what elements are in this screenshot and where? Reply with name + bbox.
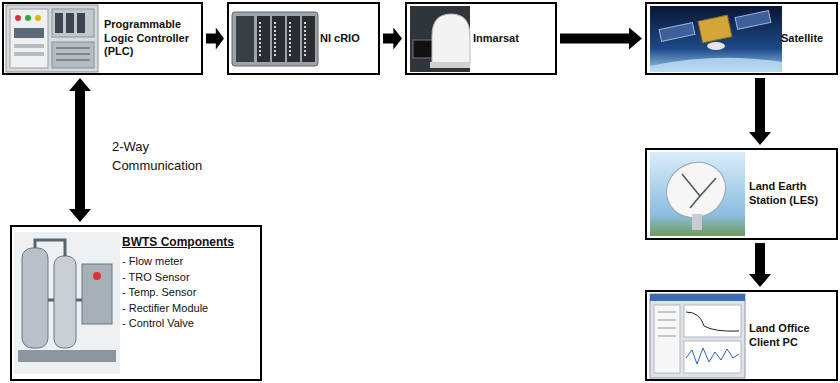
- solar-panel: [659, 23, 695, 42]
- chart-panel: [684, 305, 741, 337]
- skid-frame: [18, 350, 116, 362]
- plc-card: [66, 13, 74, 33]
- dish-struts: [682, 174, 716, 208]
- crio-module: [257, 16, 270, 62]
- box-label: Satellite: [781, 32, 835, 46]
- process-box: Inmarsat: [405, 2, 557, 75]
- text-area: Land Earth Station (LES): [749, 180, 834, 208]
- crio-module: [287, 16, 300, 62]
- chart-line: [686, 312, 739, 331]
- plc-lamp: [35, 15, 41, 21]
- software-window: [650, 294, 745, 378]
- box-label: Inmarsat: [473, 32, 553, 46]
- bwts-illustration: [14, 232, 120, 374]
- bidirectional-arrow: [69, 78, 91, 222]
- treatment-vessel: [22, 248, 48, 348]
- satellite-body: [698, 15, 732, 43]
- box-label: Land Office Client PC: [749, 322, 834, 350]
- plc-lamp: [15, 15, 21, 21]
- crio-module: [302, 16, 315, 62]
- satellite-illustration: [650, 6, 782, 72]
- window-titlebar: [650, 294, 745, 301]
- terminal-backdrop: [410, 6, 470, 72]
- plc-illustration: [6, 5, 98, 72]
- les-illustration: [650, 152, 745, 236]
- crio-chassis: [232, 12, 318, 66]
- box-label: NI cRIO: [320, 32, 376, 46]
- flow-arrow: [749, 243, 771, 287]
- control-cabinet: [82, 264, 112, 324]
- plc-card: [77, 13, 85, 33]
- control-panel: [654, 305, 680, 373]
- plc-display: [14, 28, 44, 38]
- cabinet-lamp: [93, 272, 101, 280]
- chart-line: [686, 348, 739, 364]
- list-item: - Flow meter: [122, 254, 258, 270]
- box-label: Land Earth Station (LES): [749, 180, 834, 208]
- process-box: Land Office Client PC: [645, 290, 838, 381]
- list-item: - TRO Sensor: [122, 270, 258, 286]
- list-item: - Control Valve: [122, 316, 258, 332]
- text-area: Programmable Logic Controller (PLC): [104, 18, 200, 59]
- plc-terminal: [52, 42, 94, 68]
- plc-wires: [56, 48, 90, 60]
- panel-fields: [658, 312, 676, 336]
- list-item: - Temp. Sensor: [122, 285, 258, 301]
- sky-backdrop: [650, 152, 745, 236]
- plc-door: [10, 9, 48, 68]
- chart-panel: [684, 341, 741, 373]
- plc-cabinet: [6, 5, 98, 72]
- plc-switch: [14, 52, 44, 56]
- process-box: Satellite: [645, 2, 838, 75]
- plc-module: [52, 9, 94, 37]
- text-area: BWTS Components- Flow meter- TRO Sensor-…: [122, 234, 258, 332]
- flow-arrow: [383, 28, 402, 50]
- flow-arrow: [560, 28, 642, 50]
- treatment-vessel: [54, 256, 76, 348]
- pipework: [35, 240, 82, 300]
- process-box: Programmable Logic Controller (PLC): [2, 2, 203, 75]
- antenna-base: [430, 62, 470, 68]
- crio-illustration: [232, 12, 318, 66]
- antenna-dome: [432, 14, 470, 64]
- text-area: NI cRIO: [320, 32, 376, 46]
- crio-controller: [236, 16, 254, 62]
- list-item: - Rectifier Module: [122, 301, 258, 317]
- satellite-antenna: [707, 42, 725, 50]
- box-label: Programmable Logic Controller (PLC): [104, 18, 200, 59]
- text-area: Land Office Client PC: [749, 322, 834, 350]
- edge-label: 2-Way Communication: [112, 138, 222, 176]
- process-box: NI cRIO: [227, 2, 380, 75]
- crio-pins: [260, 22, 305, 56]
- component-box: BWTS Components- Flow meter- TRO Sensor-…: [10, 225, 262, 381]
- earth-horizon: [650, 58, 782, 72]
- text-area: Satellite: [781, 32, 835, 46]
- solar-panel: [735, 11, 771, 30]
- inmarsat-illustration: [410, 6, 470, 72]
- plc-card: [55, 13, 63, 33]
- bwts-backdrop: [14, 232, 120, 374]
- process-box: Land Earth Station (LES): [645, 148, 838, 240]
- text-area: Inmarsat: [473, 32, 553, 46]
- plc-lamp: [25, 15, 31, 21]
- box-heading: BWTS Components: [122, 234, 258, 251]
- crio-module: [272, 16, 285, 62]
- space-backdrop: [650, 6, 782, 72]
- client-pc-illustration: [650, 294, 745, 378]
- plc-switch: [14, 44, 44, 48]
- flow-arrow: [206, 28, 224, 50]
- terminal-screen: [413, 40, 433, 58]
- flow-arrow: [749, 78, 771, 145]
- dish-pedestal: [692, 214, 702, 230]
